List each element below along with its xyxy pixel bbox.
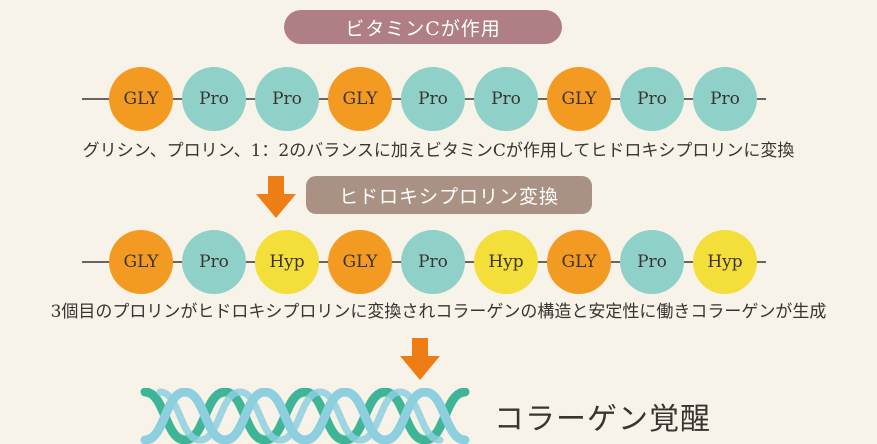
amino-acid-bead-gly: GLY [109,230,173,294]
collagen-helix-icon [140,388,470,444]
amino-acid-bead-pro: Pro [401,67,465,131]
hydroxyproline-conversion-pill: ヒドロキシプロリン変換 [306,176,592,214]
amino-acid-bead-gly: GLY [109,67,173,131]
amino-acid-bead-hyp: Hyp [255,230,319,294]
amino-acid-bead-pro: Pro [474,67,538,131]
amino-acid-bead-hyp: Hyp [693,230,757,294]
caption-conversion: グリシン、プロリン、1：2のバランスに加えビタミンCが作用してヒドロキシプロリン… [82,141,795,161]
amino-acid-bead-gly: GLY [328,67,392,131]
amino-acid-bead-pro: Pro [693,67,757,131]
amino-acid-bead-gly: GLY [547,230,611,294]
amino-acid-bead-pro: Pro [620,230,684,294]
vitamin-c-pill: ビタミンCが作用 [284,10,562,44]
amino-acid-bead-hyp: Hyp [474,230,538,294]
down-arrow-icon [400,338,440,380]
amino-acid-bead-gly: GLY [547,67,611,131]
result-label: コラーゲン覚醒 [494,402,711,437]
caption-collagen-generation: 3個目のプロリンがヒドロキシプロリンに変換されコラーゲンの構造と安定性に働きコラ… [50,302,827,322]
amino-acid-bead-pro: Pro [255,67,319,131]
amino-acid-bead-pro: Pro [401,230,465,294]
amino-acid-bead-pro: Pro [182,67,246,131]
amino-acid-bead-pro: Pro [620,67,684,131]
down-arrow-icon [256,176,296,218]
amino-acid-bead-pro: Pro [182,230,246,294]
amino-acid-bead-gly: GLY [328,230,392,294]
